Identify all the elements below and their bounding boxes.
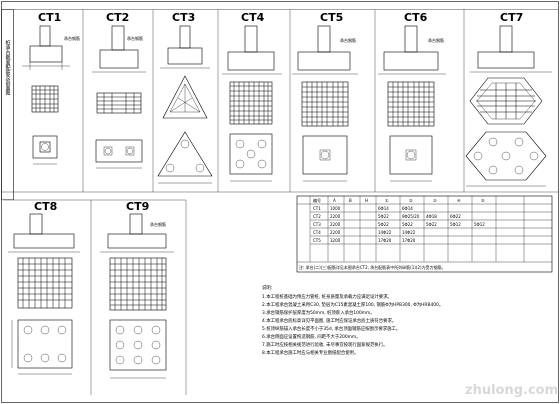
- cap-title-ct9: CT9: [126, 200, 149, 213]
- ct7-drawing: [465, 25, 552, 187]
- ct3-drawing: [157, 25, 213, 184]
- table-header-id: 编号: [313, 197, 321, 203]
- note-line: 2.本工程承台混凝土采用C30, 垫层为C15素混凝土厚100, 钢筋Φ为HPB…: [262, 301, 443, 308]
- svg-text:9Φ25/20: 9Φ25/20: [402, 214, 420, 219]
- svg-text:承台钢筋: 承台钢筋: [428, 37, 444, 43]
- svg-text:5Φ22: 5Φ22: [402, 222, 413, 227]
- cap-title-ct2: CT2: [106, 11, 129, 24]
- svg-text:5Φ12: 5Φ12: [474, 222, 485, 227]
- cap-title-ct1: CT1: [38, 11, 61, 24]
- svg-text:14Φ22: 14Φ22: [402, 230, 416, 235]
- cap-title-ct7: CT7: [500, 11, 523, 24]
- cap-title-ct8: CT8: [34, 200, 57, 213]
- svg-text:CT5: CT5: [313, 238, 321, 243]
- svg-text:4Φ18: 4Φ18: [426, 214, 437, 219]
- cap-title-ct3: CT3: [172, 11, 195, 24]
- table-header-3: ③: [433, 198, 437, 203]
- svg-text:承台钢筋: 承台钢筋: [127, 35, 143, 41]
- table-row: CT3 2200 5Φ22 5Φ22 5Φ22 5Φ12 5Φ12: [313, 222, 485, 227]
- ct4-drawing: [222, 25, 282, 182]
- svg-text:5Φ22: 5Φ22: [378, 222, 389, 227]
- table-footnote: 注: 承台(二)(三)配筋详见本图承台CT2, 承台配筋表中所列纵筋(1)(2)…: [299, 264, 446, 270]
- note-line: 8.本工程承台施工时应与相关专业图纸配合使用。: [262, 349, 358, 356]
- svg-text:14Φ22: 14Φ22: [378, 230, 392, 235]
- table-header-5: ⑤: [481, 198, 485, 203]
- table-header-a: A: [333, 198, 336, 203]
- ct1-drawing: 承台钢筋: [22, 25, 80, 165]
- svg-text:承台钢筋: 承台钢筋: [64, 35, 80, 41]
- svg-text:5Φ22: 5Φ22: [378, 214, 389, 219]
- svg-text:1000: 1000: [330, 206, 341, 211]
- ct2-drawing: 承台钢筋: [92, 25, 146, 169]
- svg-text:6Φ22: 6Φ22: [450, 214, 461, 219]
- svg-text:17Φ20: 17Φ20: [378, 238, 392, 243]
- table-header-h: H: [365, 198, 368, 203]
- svg-text:5Φ22: 5Φ22: [426, 222, 437, 227]
- svg-text:承台钢筋: 承台钢筋: [340, 37, 356, 43]
- table-header-1: ①: [385, 198, 389, 203]
- note-line: 7.施工时应按相关规范进行验收, 未尽事宜按现行国家规范执行。: [262, 341, 388, 348]
- cap-title-ct4: CT4: [241, 11, 265, 24]
- table-header-2: ②: [409, 198, 413, 203]
- svg-text:5Φ12: 5Φ12: [450, 222, 461, 227]
- svg-text:承台钢筋: 承台钢筋: [150, 221, 166, 227]
- svg-text:3200: 3200: [330, 238, 341, 243]
- note-line: 6.承台侧面应设置构造钢筋, 间距不大于200mm。: [262, 333, 361, 340]
- ct5-drawing: 承台钢筋: [292, 25, 358, 182]
- design-notes: 说明: 1.本工程桩基础为预应力管桩, 桩身质量及承载力应满足设计要求。 2.本…: [262, 284, 443, 356]
- note-line: 1.本工程桩基础为预应力管桩, 桩身质量及承载力应满足设计要求。: [262, 293, 392, 300]
- svg-text:2200: 2200: [330, 230, 341, 235]
- svg-text:6Φ14: 6Φ14: [378, 206, 389, 211]
- svg-text:CT1: CT1: [313, 206, 321, 211]
- svg-text:2200: 2200: [330, 222, 341, 227]
- cap-title-ct6: CT6: [404, 11, 428, 24]
- ct9-drawing: 承台钢筋: [100, 213, 174, 379]
- ct6-drawing: 承台钢筋: [378, 25, 446, 182]
- svg-text:CT2: CT2: [313, 214, 321, 219]
- table-row: CT5 3200 17Φ20 17Φ20: [313, 238, 416, 243]
- table-header-b: B: [349, 198, 352, 203]
- rebar-schedule-table: 编号 A B H ① ② ③ ④ ⑤ CT1 1000 6Φ14 6Φ14 CT…: [296, 195, 553, 273]
- cap-title-ct5: CT5: [320, 11, 343, 24]
- svg-text:2200: 2200: [330, 214, 341, 219]
- note-line: 5.桩顶纵筋锚入承台长度不小于35d, 承台顶面钢筋应按图示要求施工。: [262, 325, 400, 332]
- note-line: 4.本工程承台底标高详见平面图, 施工时应保证承台底土质符合要求。: [262, 317, 396, 324]
- svg-text:CT3: CT3: [313, 222, 321, 227]
- svg-text:17Φ20: 17Φ20: [402, 238, 416, 243]
- table-header-4: ④: [457, 198, 461, 203]
- svg-text:CT4: CT4: [313, 230, 321, 235]
- table-row: CT1 1000 6Φ14 6Φ14: [313, 206, 413, 211]
- table-row: CT4 2200 14Φ22 14Φ22: [313, 230, 416, 235]
- side-label: 桩承台截面配筋及剖面图: [5, 39, 11, 96]
- cap-titles: CT1 CT2 CT3 CT4 CT5 CT6 CT7 CT8 CT9: [34, 11, 523, 213]
- ct8-drawing: [8, 213, 80, 375]
- notes-heading: 说明:: [262, 284, 272, 291]
- side-label-strip: 桩承台截面配筋及剖面图: [1, 9, 14, 200]
- note-line: 3.承台钢筋保护层厚度为50mm, 桩顶嵌入承台100mm。: [262, 309, 375, 316]
- table-row: CT2 2200 5Φ22 9Φ25/20 4Φ18 6Φ22: [313, 214, 461, 219]
- watermark: zhulong.com: [465, 383, 558, 398]
- svg-text:6Φ14: 6Φ14: [402, 206, 413, 211]
